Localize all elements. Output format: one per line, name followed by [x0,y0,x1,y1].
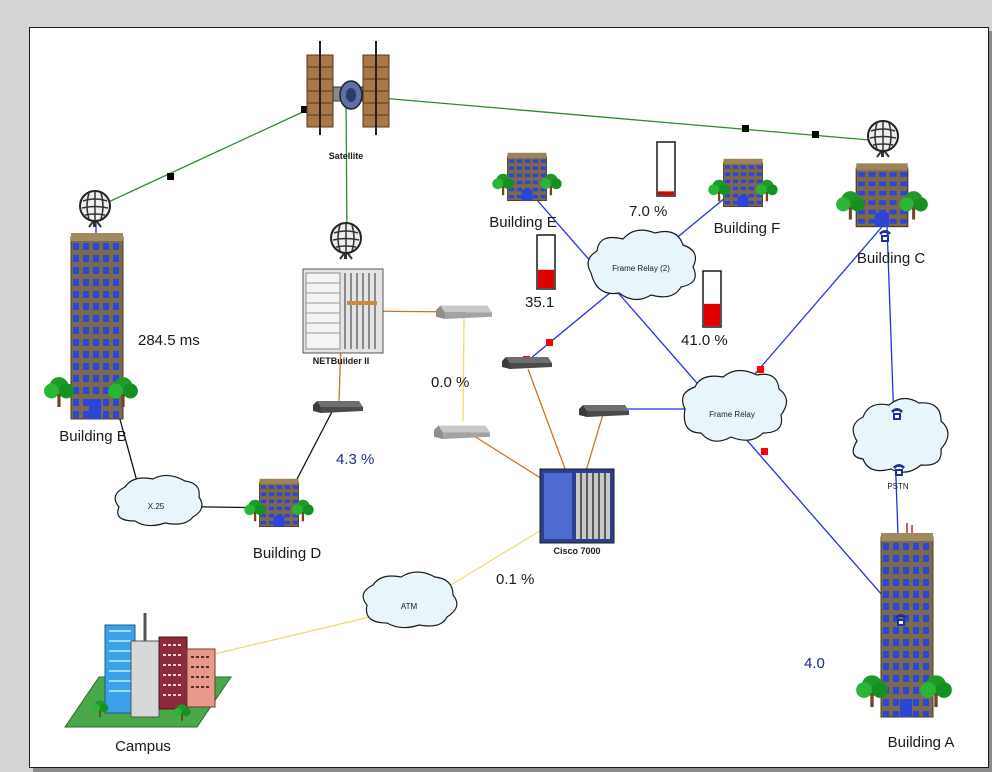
building-f-node[interactable]: Building F [708,159,780,237]
network-map-canvas[interactable]: Frame Relay (2) Frame Relay PSTN X.25 AT… [29,27,989,768]
cisco-chassis-icon [539,468,615,544]
x25-cloud[interactable]: X.25 [114,474,203,527]
netbuilder-node[interactable]: NETBuilder II [302,222,384,366]
hub-icon-top[interactable] [436,305,492,319]
atm-label: ATM [401,602,418,611]
router-icon-d[interactable] [313,401,363,413]
building-c-label: Building C [857,250,926,267]
building-d-icon [244,479,313,527]
chassis-icon [302,268,384,354]
frame-relay-label: Frame Relay [709,410,755,419]
building-e-icon [492,153,561,201]
satellite-icon [306,41,390,135]
building-e-node[interactable]: Building E [489,153,561,231]
frame-relay-cloud[interactable]: Frame Relay [682,369,788,442]
pstn-cloud[interactable]: PSTN [852,397,949,491]
campus-icon [64,613,232,728]
network-diagram: Frame Relay (2) Frame Relay PSTN X.25 AT… [44,41,954,755]
util-building-a: 4.0 [804,655,825,672]
pstn-label: PSTN [887,482,909,491]
building-a-label: Building A [888,734,955,751]
util-switch: 0.0 % [431,374,469,391]
satellite-links [88,92,882,244]
satellite-node[interactable]: Satellite [306,41,390,161]
util-building-f: 7.0 % [629,203,667,220]
building-f-label: Building F [714,220,781,237]
router-icon-e[interactable] [502,357,552,369]
satellite-label: Satellite [329,151,364,161]
building-d-node[interactable]: Building D [244,479,321,562]
building-f-icon [708,159,777,207]
router-icon-fr[interactable] [579,405,629,417]
satellite-dish-icon [79,190,111,228]
gauge-building-f [656,141,676,197]
building-d-label: Building D [253,545,322,562]
building-e-label: Building E [489,214,557,231]
frame-relay-2-cloud[interactable]: Frame Relay (2) [587,229,696,301]
gauge-building-e [536,234,556,290]
hub-icon-bottom[interactable] [434,425,490,439]
campus-label: Campus [115,738,171,755]
atm-cloud[interactable]: ATM [362,571,458,629]
x25-label: X.25 [148,502,165,511]
satellite-dish-icon [867,120,899,158]
building-c-node[interactable]: Building C [836,120,928,267]
building-b-node[interactable]: Building B [44,190,138,445]
latency-metric: 284.5 ms [138,332,200,349]
frame-relay-2-label: Frame Relay (2) [612,264,670,273]
campus-node[interactable]: Campus [64,613,232,755]
phone-icon [879,230,891,242]
building-c-icon [836,163,928,226]
util-building-e: 35.1 [525,294,554,311]
gauge-frame-relay [702,270,722,328]
netbuilder-label: NETBuilder II [313,356,370,366]
x25-links [86,213,336,509]
cisco-label: Cisco 7000 [553,546,600,556]
satellite-dish-icon [330,222,362,260]
util-cisco: 0.1 % [496,571,534,588]
building-a-icon [856,523,952,718]
building-b-label: Building B [59,428,127,445]
building-a-node[interactable]: Building A [856,523,954,751]
cisco-node[interactable]: Cisco 7000 [539,468,615,556]
building-b-icon [44,233,138,420]
util-building-d: 4.3 % [336,451,374,468]
util-frame-relay: 41.0 % [681,332,728,349]
